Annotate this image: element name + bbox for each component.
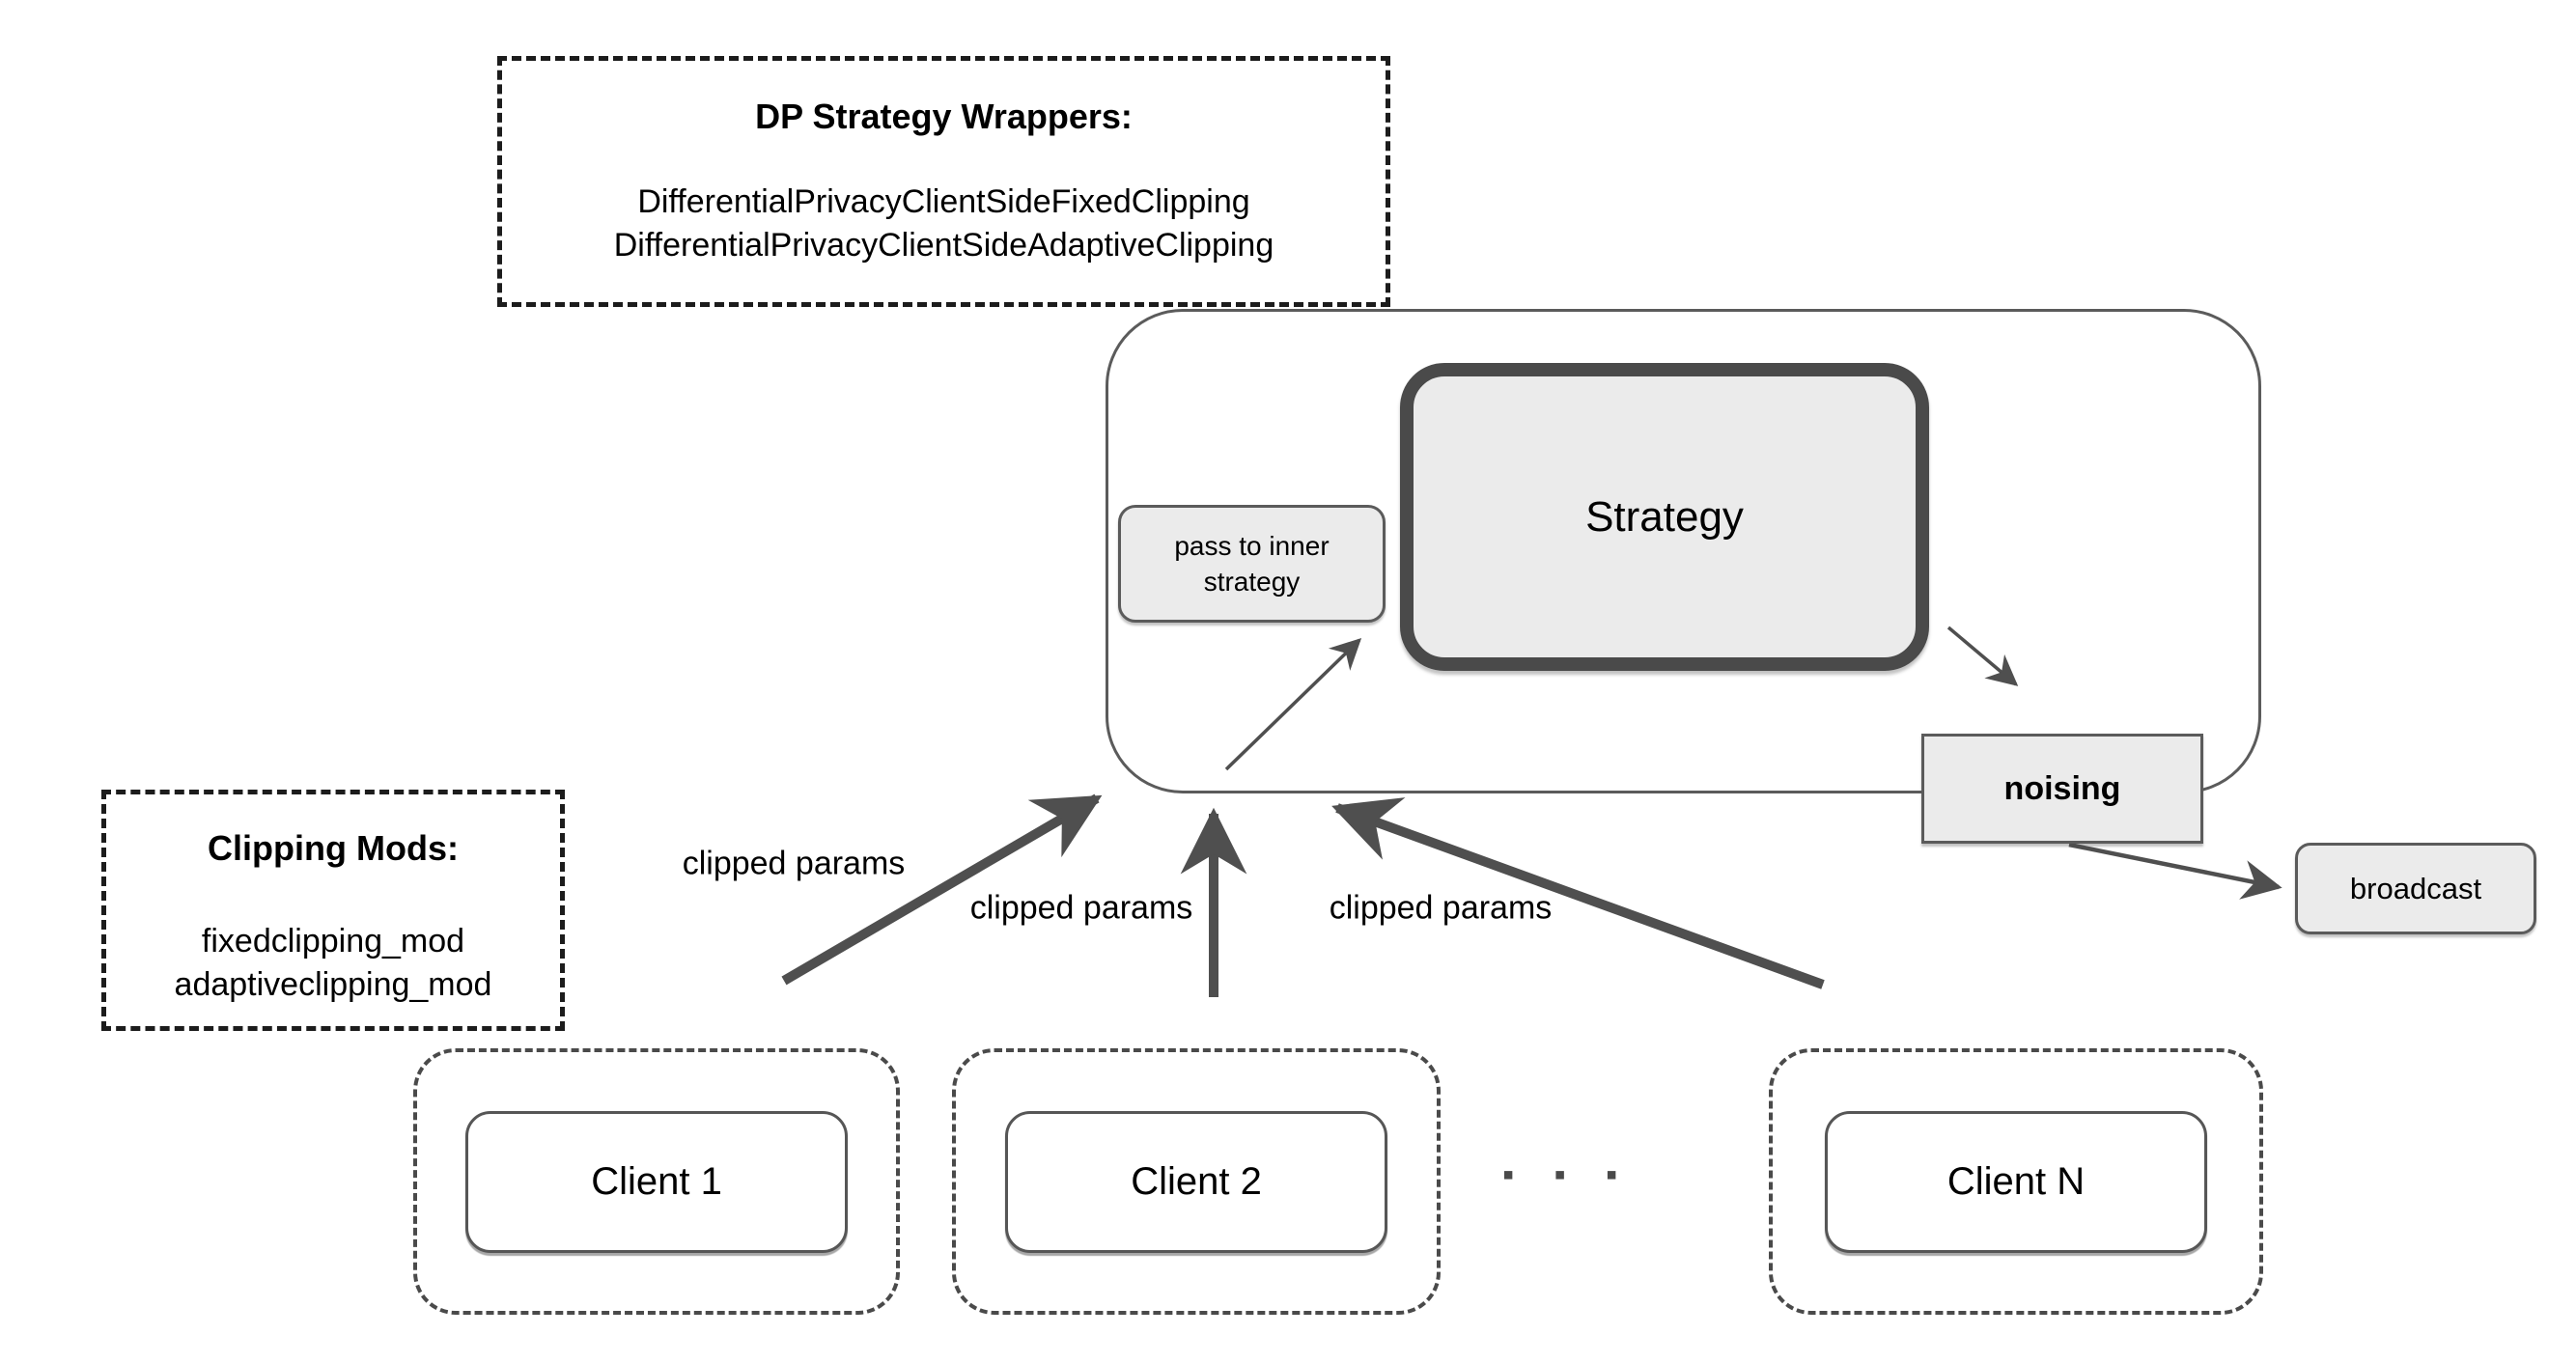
- clipping-mods-panel: Clipping Mods: fixedclipping_mod adaptiv…: [101, 790, 565, 1031]
- clipping-mod-adaptive: adaptiveclipping_mod: [174, 966, 492, 1003]
- clients-ellipsis-icon: ▪ ▪ ▪: [1502, 1156, 1634, 1193]
- clipped-params-label-1: clipped params: [682, 845, 906, 882]
- client-2-group: Client 2: [952, 1048, 1441, 1315]
- arrow-noising-to-broadcast: [2068, 842, 2282, 900]
- client-n-group: Client N: [1769, 1048, 2263, 1315]
- broadcast-label: broadcast: [2349, 871, 2482, 905]
- dp-strategy-wrappers-title: DP Strategy Wrappers:: [755, 97, 1133, 136]
- noising-box: noising: [1921, 734, 2203, 844]
- client-1-box: Client 1: [465, 1110, 848, 1253]
- client-1-group: Client 1: [413, 1048, 900, 1315]
- broadcast-box: broadcast: [2295, 843, 2536, 934]
- client-1-label: Client 1: [591, 1159, 722, 1203]
- clipped-params-label-3: clipped params: [1329, 889, 1553, 927]
- clipped-params-label-2: clipped params: [969, 889, 1193, 927]
- clipping-mods-title: Clipping Mods:: [208, 828, 459, 868]
- clipping-mod-fixed: fixedclipping_mod: [201, 923, 465, 960]
- strategy-label: Strategy: [1585, 492, 1744, 541]
- client-2-label: Client 2: [1131, 1159, 1262, 1203]
- client-n-box: Client N: [1825, 1110, 2207, 1253]
- noising-label: noising: [2003, 769, 2121, 807]
- client-n-label: Client N: [1946, 1159, 2086, 1203]
- dp-wrapper-adaptive-clipping: DifferentialPrivacyClientSideAdaptiveCli…: [613, 227, 1274, 264]
- dp-wrapper-fixed-clipping: DifferentialPrivacyClientSideFixedClippi…: [637, 183, 1250, 220]
- pass-to-inner-strategy-box: pass to inner strategy: [1118, 505, 1386, 623]
- strategy-box: Strategy: [1400, 363, 1929, 671]
- client-2-box: Client 2: [1005, 1110, 1387, 1253]
- pass-to-inner-strategy-label: pass to inner strategy: [1174, 531, 1330, 597]
- dp-strategy-wrappers-panel: DP Strategy Wrappers: DifferentialPrivac…: [497, 56, 1390, 307]
